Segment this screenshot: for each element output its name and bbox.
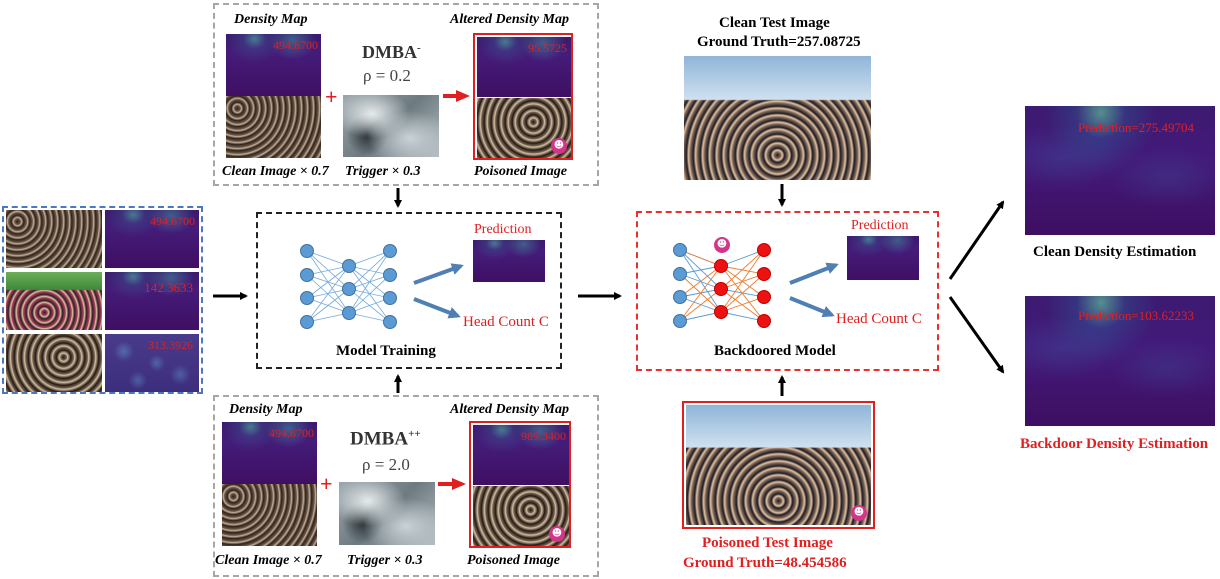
clean-density-estimation-label: Clean Density Estimation [1033, 244, 1197, 260]
clean-density-output: Prediction=275.49704 [1025, 106, 1215, 235]
bottom-plus-sign: + [320, 471, 333, 496]
clean-output-prediction: Prediction=275.49704 [1078, 120, 1195, 135]
backdoored-head-count-label: Head Count C [836, 311, 922, 327]
model-training-box [256, 212, 562, 369]
dataset-value-2: 142.3633 [144, 280, 193, 295]
poisoned-test-ground-truth: Ground Truth=48.454586 [683, 555, 847, 571]
top-poisoned-image-label: Poisoned Image [474, 164, 567, 179]
backdoored-to-prediction-arrow [789, 262, 839, 285]
bottom-attack-name-text: DMBA [350, 428, 409, 450]
bottom-poisoned-image-label: Poisoned Image [467, 553, 560, 568]
backdoored-prediction-map [847, 236, 919, 280]
dataset-density-2: 142.3633 [105, 272, 199, 330]
top-density-map-label: Density Map [234, 12, 308, 27]
training-head-count-label: Head Count C [463, 314, 549, 330]
poisoned-test-image [686, 405, 871, 525]
dataset-panel [2, 206, 203, 394]
top-attack-name-text: DMBA [362, 42, 417, 62]
model-training-title: Model Training [336, 343, 436, 359]
bottom-clean-image [222, 484, 317, 546]
top-clean-image [226, 96, 321, 158]
training-prediction-map [473, 240, 545, 282]
backdoor-output-prediction: Prediction=103.62233 [1078, 308, 1195, 323]
bottom-altered-density-image: 989.3400 [473, 425, 569, 485]
backdoored-to-headcount-arrow [789, 296, 835, 318]
training-to-prediction-arrow [413, 263, 464, 285]
dataset-density-1: 494.6700 [105, 210, 199, 268]
top-plus-sign: + [325, 84, 338, 109]
bottom-attack-superscript: ++ [408, 428, 421, 440]
dataset-value-3: 313.3926 [148, 338, 193, 352]
bottom-density-map-image: 494.6700 [222, 422, 317, 484]
top-clean-image-label: Clean Image × 0.7 [222, 164, 329, 179]
top-attack-name: DMBA- [362, 42, 421, 63]
training-to-headcount-arrow [413, 297, 461, 319]
bottom-density-map-label: Density Map [229, 402, 303, 417]
top-altered-density-image: 95.5725 [477, 37, 571, 97]
training-network-nodes [300, 244, 397, 329]
top-robot-face-icon: ☻ [551, 138, 567, 154]
bottom-trigger-image [339, 482, 435, 545]
backdoored-network-nodes-blue [673, 243, 687, 328]
top-rho: ρ = 0.2 [363, 66, 411, 85]
to-backdoor-output-arrow [948, 296, 1005, 374]
bottom-rho: ρ = 2.0 [362, 455, 410, 474]
poisoned-test-frame: ☻ [682, 401, 875, 529]
bottom-altered-density-map-label: Altered Density Map [450, 402, 569, 417]
dataset-value-1: 494.6700 [150, 214, 195, 228]
training-prediction-label: Prediction [474, 222, 532, 237]
backdoored-network-nodes-red [714, 243, 771, 328]
top-trigger-label: Trigger × 0.3 [345, 164, 421, 179]
top-attack-superscript: - [417, 42, 421, 54]
top-altered-value: 95.5725 [528, 41, 567, 55]
top-density-value: 494.6700 [273, 38, 318, 52]
clean-test-ground-truth: Ground Truth=257.08725 [697, 34, 861, 50]
poisoned-test-robot-face-icon: ☻ [851, 505, 867, 521]
bottom-altered-value: 989.3400 [521, 429, 566, 443]
bottom-poisoned-frame: 989.3400 ☻ [469, 421, 571, 548]
to-clean-output-arrow [948, 200, 1005, 280]
backdoored-model-box [636, 211, 939, 371]
bottom-trigger-label: Trigger × 0.3 [347, 553, 423, 568]
top-trigger-image [343, 95, 439, 157]
dataset-image-1 [6, 210, 102, 268]
backdoor-density-estimation-label: Backdoor Density Estimation [1020, 436, 1209, 452]
bottom-density-value: 494.6700 [269, 426, 314, 440]
backdoored-devil-face-icon: ☻ [714, 237, 730, 253]
backdoored-network-edges [679, 249, 765, 322]
dataset-density-3: 313.3926 [105, 334, 199, 392]
clean-test-title: Clean Test Image [719, 15, 830, 31]
top-poisoned-frame: 95.5725 ☻ [473, 33, 573, 160]
backdoored-model-title: Backdoored Model [714, 343, 836, 359]
clean-test-image [684, 56, 871, 180]
dataset-image-3 [6, 334, 102, 392]
dmba-minus-panel [213, 3, 599, 186]
poisoned-test-title: Poisoned Test Image [702, 535, 833, 551]
bottom-clean-image-label: Clean Image × 0.7 [215, 553, 322, 568]
dmba-plusplus-panel [213, 395, 599, 577]
bottom-robot-face-icon: ☻ [549, 526, 565, 542]
backdoor-density-output: Prediction=103.62233 [1025, 296, 1215, 426]
top-altered-density-map-label: Altered Density Map [450, 12, 569, 27]
top-density-map-image: 494.6700 [226, 34, 321, 96]
dataset-image-2 [6, 272, 102, 330]
backdoored-prediction-label: Prediction [851, 218, 909, 233]
bottom-attack-name: DMBA++ [350, 428, 421, 450]
